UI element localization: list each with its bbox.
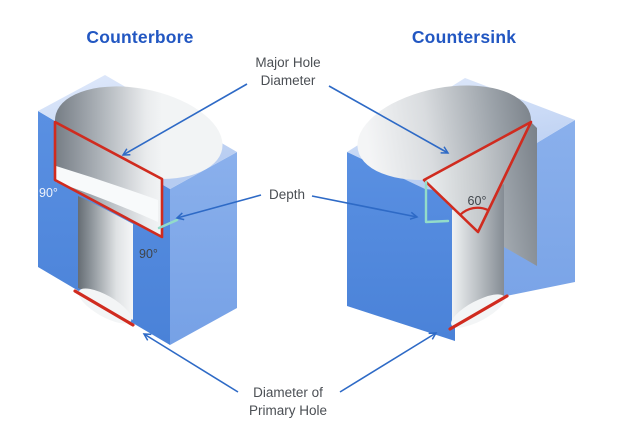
callout-labels: Major Hole Diameter Depth Diameter of Pr… <box>249 55 327 418</box>
countersink-left-face <box>347 152 455 341</box>
primary-hole-diameter-line <box>448 294 509 331</box>
counterbore-bottom-ledge <box>56 166 158 222</box>
primary-hole-diameter-label-line1: Diameter of <box>253 385 323 400</box>
callout-arrow-major-hole-right <box>328 85 450 154</box>
countersink-figure: 60° <box>347 78 575 341</box>
angle-90-wall-label: 90° <box>39 186 58 200</box>
counterbore-right-face <box>170 152 237 345</box>
callout-arrow-depth-right <box>311 195 419 220</box>
counterbore-bore-opening <box>54 86 223 237</box>
countersink-depth-bracket <box>424 180 450 224</box>
counterbore-cross-section-outline <box>53 120 164 239</box>
callout-arrow-depth-left <box>175 194 262 221</box>
angle-90-base-label: 90° <box>139 247 158 261</box>
depth-label: Depth <box>269 187 305 202</box>
countersink-cone-cross-section <box>422 120 533 234</box>
countersink-title: Countersink <box>412 27 516 47</box>
countersink-angle-arc <box>459 206 489 216</box>
primary-hole-diameter-label-line2: Primary Hole <box>249 403 327 418</box>
callout-arrow-primary-hole-right <box>339 332 438 393</box>
major-hole-diameter-label-line2: Diameter <box>261 73 316 88</box>
primary-hole-diameter-line <box>73 289 135 327</box>
counterbore-figure: 90° 90° <box>38 75 237 345</box>
callout-arrow-primary-hole-left <box>142 333 239 393</box>
callout-lines <box>121 83 450 393</box>
primary-hole-wall <box>78 196 133 320</box>
callout-arrow-major-hole-left <box>121 83 248 156</box>
major-hole-diameter-label-line1: Major Hole <box>255 55 320 70</box>
counterbore-depth-tick <box>157 218 179 230</box>
counterbore-title: Counterbore <box>86 27 193 47</box>
angle-60-label: 60° <box>468 194 487 208</box>
